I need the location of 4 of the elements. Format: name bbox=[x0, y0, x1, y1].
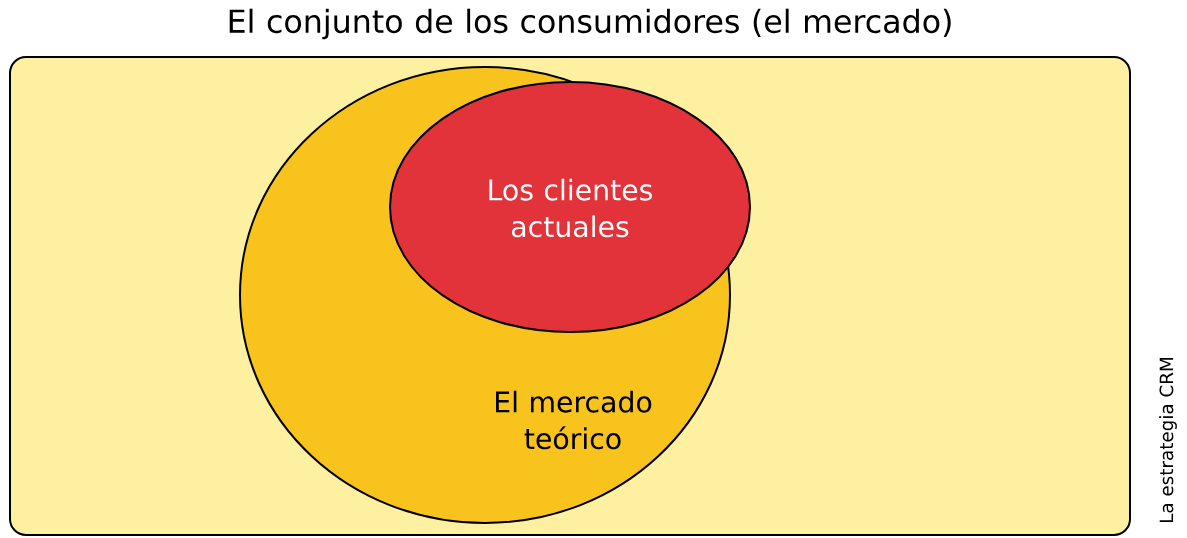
heading: El conjunto de los consumidores (el mercado) bbox=[229, 8, 951, 40]
source-note: La estrategia CRM bbox=[1159, 358, 1177, 523]
region-label: Los clientes actuales bbox=[489, 178, 653, 238]
region-label: El mercado teórico bbox=[496, 390, 652, 450]
